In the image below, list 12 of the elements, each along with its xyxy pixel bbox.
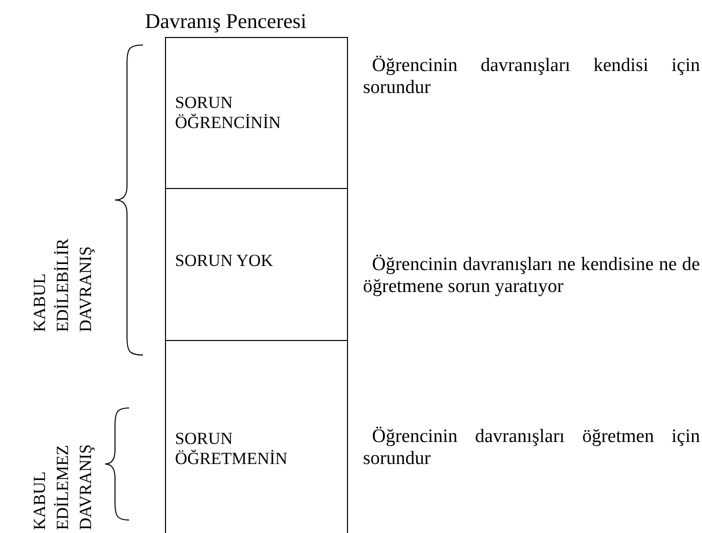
pane-label: SORUN YOK (175, 251, 274, 271)
description-text: Öğrencinin davranışları ne kendisine ne de öğretmene sorun yaratıyor (363, 254, 700, 298)
description-text: Öğrencinin davranışları kendisi için sorundur (363, 55, 700, 99)
vertical-label: KABUL EDİLEMEZ DAVRANIŞ (29, 443, 96, 530)
pane-label: SORUN ÖĞRETMENİN (175, 429, 288, 469)
description-text: Öğrencinin davranışları öğretmen için sorundur (363, 426, 700, 470)
window-pane (165, 188, 348, 341)
pane-label: SORUN ÖĞRENCİNİN (175, 93, 282, 133)
window-pane (165, 37, 348, 189)
title: Davranış Penceresi (145, 8, 307, 34)
vertical-label: KABUL EDİLEBİLİR DAVRANIŞ (29, 238, 96, 332)
window-pane (165, 340, 348, 533)
